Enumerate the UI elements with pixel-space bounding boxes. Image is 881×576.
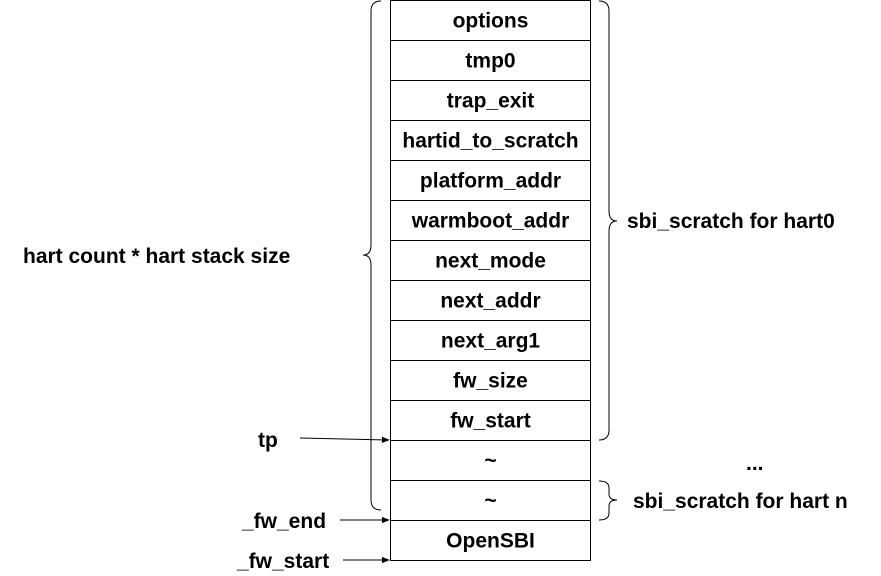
stack-cells: options tmp0 trap_exit hartid_to_scratchpla… <box>390 0 591 561</box>
tp-label: tp <box>258 429 278 452</box>
stack-cell-label: tmp0 <box>465 50 515 73</box>
left-brace <box>362 0 382 511</box>
stack-cell <box>390 200 591 241</box>
stack-cell <box>390 360 591 401</box>
left-brace-label: hart count * hart stack size <box>23 245 290 268</box>
stack-cell-label: platform_addr <box>420 170 561 193</box>
stack-cell <box>390 440 591 481</box>
stack-cell <box>390 280 591 321</box>
stack-cell-label: next_mode <box>435 250 546 273</box>
stack-cell-label: ~ <box>484 450 496 473</box>
ellipsis: ... <box>746 452 764 475</box>
stack-cell-label: next_arg1 <box>441 330 541 353</box>
hartn-brace <box>598 480 618 521</box>
stack-cell <box>390 400 591 441</box>
hart0-brace <box>598 0 618 441</box>
stack-cell-label: ~ <box>484 490 496 513</box>
stack-cell-label: trap_exit <box>447 90 535 113</box>
stack-cell-label: options <box>453 10 529 33</box>
hart0-brace-label: sbi_scratch for hart0 <box>627 210 835 233</box>
fw-start-label: _fw_start <box>236 550 329 573</box>
hartn-brace-label: sbi_scratch for hart n <box>633 490 848 513</box>
stack-cell-label: fw_start <box>450 410 531 433</box>
stack-cell-label: warmboot_addr <box>411 210 570 233</box>
stack-cell-label: OpenSBI <box>446 530 535 553</box>
stack-cell <box>390 80 591 121</box>
stack-cell-label: hartid_to_scratch <box>402 130 578 153</box>
stack-cell <box>390 520 591 561</box>
stack-cell-label: next_addr <box>440 290 540 313</box>
tp-arrow <box>299 436 390 444</box>
fw-end-label: _fw_end <box>241 510 326 533</box>
stack-cell <box>390 120 591 161</box>
stack-cell <box>390 0 591 41</box>
stack-cell <box>390 40 591 81</box>
stack-cell-label: fw_size <box>453 370 528 393</box>
